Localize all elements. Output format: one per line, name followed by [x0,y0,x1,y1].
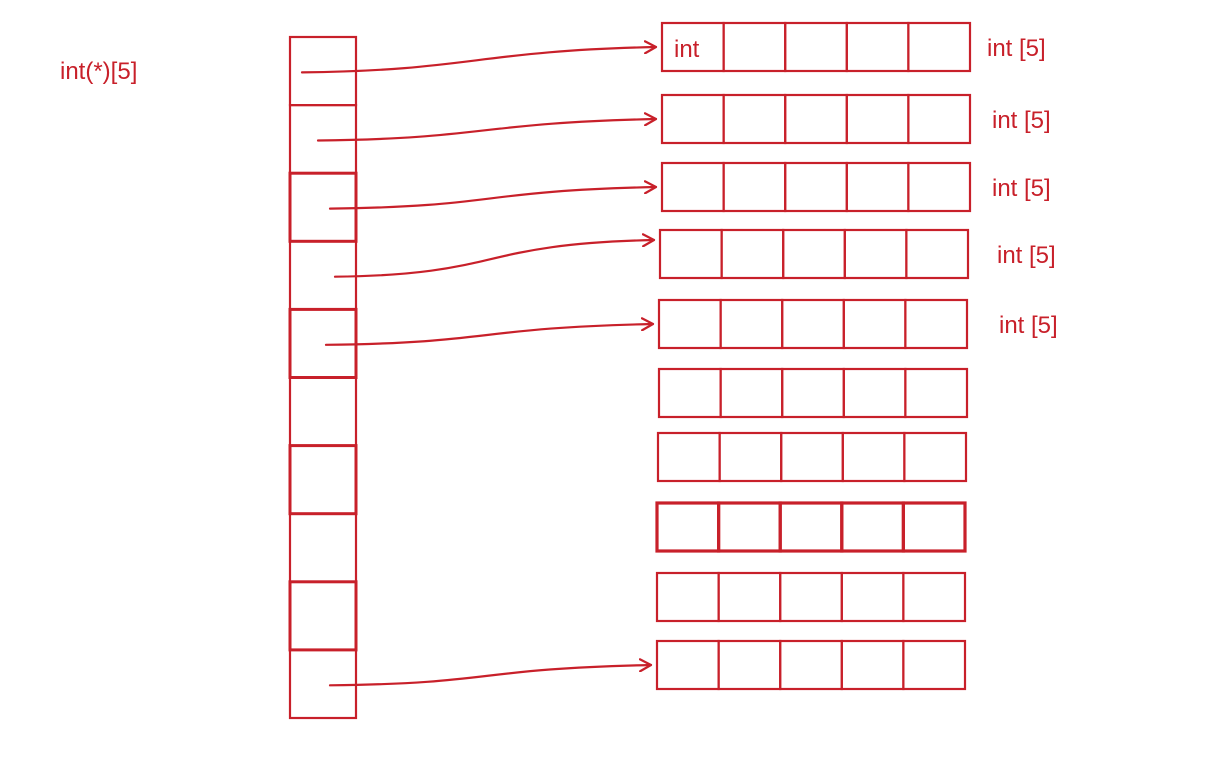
array-cell [845,21,910,73]
array-cell [722,161,787,213]
array-cell [902,639,967,691]
array-cell [720,228,785,280]
array-cell [904,298,969,350]
array-cell [656,431,721,483]
array-rows: int [655,21,972,691]
array-row [655,571,967,623]
row-type-label: int [5] [992,107,1051,134]
array-cell [840,639,905,691]
array-cell [658,228,723,280]
array-cell [660,161,725,213]
array-cell [718,431,783,483]
row-type-label: int [5] [997,242,1056,269]
pointer-arrow [328,665,653,687]
array-row [660,93,972,145]
array-cell [781,367,845,419]
array-cell [717,639,782,691]
array-cell [842,298,907,350]
pointer-cell [288,648,358,720]
row-type-label: int [5] [999,312,1058,339]
array-cell [778,501,844,553]
arrows [300,47,658,687]
array-cell [655,639,720,691]
pointer-arrow [316,119,658,142]
pointer-type-label: int(*)[5] [60,58,138,85]
array-cell [845,93,910,145]
array-cell [779,639,843,691]
array-cell [655,571,720,623]
array-row [657,298,969,350]
array-cell [902,571,967,623]
array-cell [719,367,784,419]
array-row [657,367,969,419]
pointer-cell [288,240,358,311]
array-row [656,431,968,483]
pointer-arrow [324,324,655,346]
array-row [658,228,970,280]
array-cell [903,431,968,483]
array-cell [780,431,844,483]
pointer-cell [288,580,358,652]
array-cell [655,501,721,553]
pointer-column [288,35,358,720]
row-type-label: int [5] [992,175,1051,202]
pointer-arrow [300,47,658,74]
array-cell [657,298,722,350]
array-cell [843,228,908,280]
row-type-label: int [5] [987,35,1046,62]
pointer-cell [288,171,358,243]
array-cell [779,571,843,623]
pointer-cell [288,376,358,447]
array-cell [660,93,725,145]
array-cell [904,367,969,419]
array-cell [719,298,784,350]
array-cell [657,367,722,419]
array-cell [717,571,782,623]
array-cell [722,21,787,73]
array-cell [784,93,848,145]
array-row [660,21,972,73]
array-cell [841,431,906,483]
array-cell [840,501,905,553]
array-row [655,501,967,553]
array-row [655,639,967,691]
pointer-cell [288,444,358,516]
array-cell [784,161,848,213]
array-cell [907,161,972,213]
pointer-cell [288,512,358,583]
pointer-arrow [333,240,656,278]
array-cell [905,228,970,280]
array-cell [842,367,907,419]
array-cell [907,21,972,73]
array-cell [782,228,846,280]
array-cell [781,298,845,350]
array-cell [901,501,967,553]
first-cell-text: int [674,36,700,63]
array-cell [845,161,910,213]
array-cell [907,93,972,145]
pointer-arrow [328,187,658,210]
array-row [660,161,972,213]
array-cell [716,501,782,553]
array-cell [840,571,905,623]
array-cell [722,93,787,145]
array-cell [784,21,848,73]
